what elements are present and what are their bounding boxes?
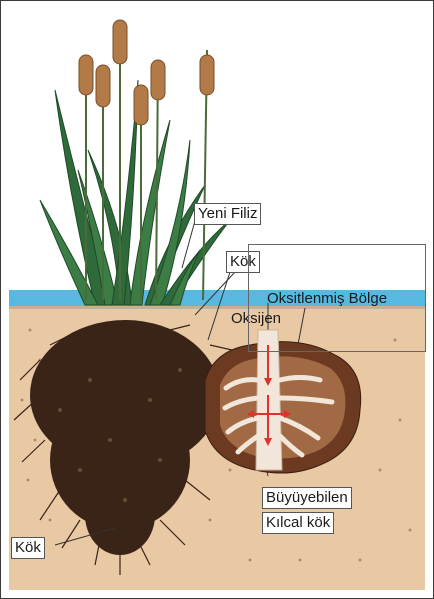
label-growing: Büyüyebilen [262,487,352,509]
label-new-shoot: Yeni Filiz [194,203,261,225]
oxidized-zone-box [248,244,426,352]
label-capillary-root: Kılcal kök [262,512,334,534]
label-root-bottom: Kök [11,537,45,559]
